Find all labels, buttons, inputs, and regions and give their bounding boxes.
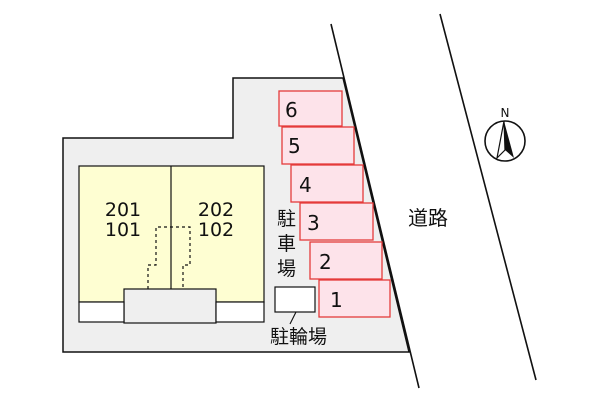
road-edge-right xyxy=(439,13,537,381)
entrance-recess xyxy=(123,288,217,324)
bicycle-parking-label: 駐輪場 xyxy=(270,326,327,348)
bicycle-parking-leader xyxy=(289,311,297,325)
parking-space-5 xyxy=(281,126,355,165)
north-compass-icon xyxy=(484,120,526,162)
unit-label-201: 201 xyxy=(105,199,141,221)
unit-label-102: 102 xyxy=(198,219,234,241)
parking-space-number-3: 3 xyxy=(307,211,320,235)
parking-space-3 xyxy=(299,202,374,241)
parking-space-number-6: 6 xyxy=(285,98,298,122)
compass-arrow-right xyxy=(504,121,514,158)
building xyxy=(78,165,265,324)
bicycle-parking-box xyxy=(274,286,316,313)
compass-label: N xyxy=(501,106,510,120)
parking-space-6 xyxy=(278,90,343,127)
parking-space-4 xyxy=(290,164,364,203)
parking-area xyxy=(278,90,391,318)
parking-label-char-2: 車 xyxy=(277,233,296,255)
road-edge-left xyxy=(330,23,420,389)
parking-space-number-4: 4 xyxy=(299,173,312,197)
parking-space-number-2: 2 xyxy=(319,250,332,274)
unit-label-101: 101 xyxy=(105,219,141,241)
parking-space-2 xyxy=(309,241,383,280)
balcony-left xyxy=(78,301,125,323)
parking-space-1 xyxy=(318,279,391,318)
road-label: 道路 xyxy=(408,206,448,230)
stair-dashed-line xyxy=(147,226,191,289)
balcony-right xyxy=(215,301,265,323)
parking-space-number-1: 1 xyxy=(330,288,343,312)
parking-space-number-5: 5 xyxy=(288,134,301,158)
parking-label-char-1: 駐 xyxy=(277,208,296,230)
unit-label-202: 202 xyxy=(198,199,234,221)
parking-label-char-3: 場 xyxy=(277,258,296,280)
